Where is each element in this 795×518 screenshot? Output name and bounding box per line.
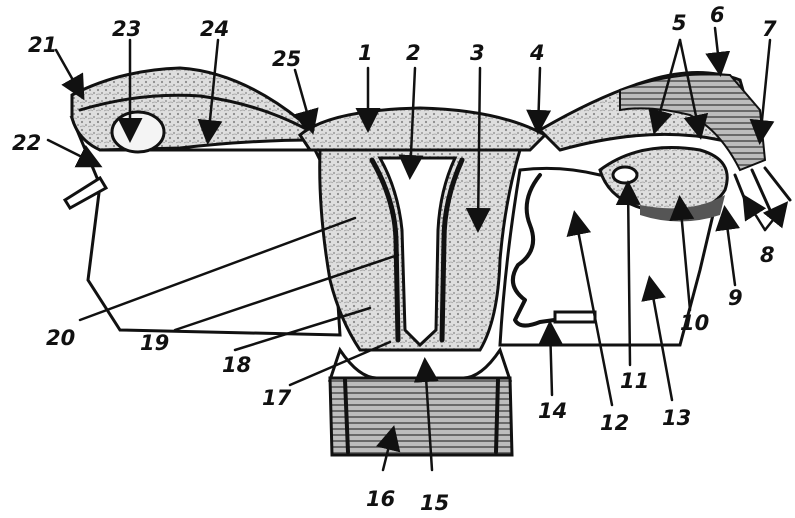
label-6: 6 [710, 3, 725, 27]
label-14: 14 [538, 399, 567, 423]
left-ovary [112, 112, 164, 152]
uterine-fundus [300, 108, 545, 150]
label-3: 3 [470, 41, 485, 65]
label-19: 19 [140, 331, 169, 355]
label-5: 5 [672, 11, 687, 35]
label-11: 11 [620, 369, 649, 393]
label-1: 1 [358, 41, 373, 65]
right-fimbriae [735, 168, 790, 210]
label-12: 12 [600, 411, 629, 435]
label-23: 23 [112, 17, 141, 41]
label-22: 22 [12, 131, 41, 155]
label-20: 20 [46, 326, 75, 350]
gartner-duct-end [555, 312, 595, 322]
label-25: 25 [272, 47, 301, 71]
label-17: 17 [262, 386, 292, 410]
label-9: 9 [728, 286, 743, 310]
label-16: 16 [366, 487, 395, 511]
ovarian-follicle [613, 167, 637, 183]
label-13: 13 [662, 406, 691, 430]
label-2: 2 [406, 41, 421, 65]
label-10: 10 [680, 311, 709, 335]
label-4: 4 [529, 41, 545, 65]
left-fallopian-tube [72, 68, 315, 150]
label-24: 24 [200, 17, 229, 41]
vagina [330, 378, 512, 455]
label-7: 7 [762, 17, 777, 41]
label-21: 21 [28, 33, 57, 57]
label-18: 18 [222, 353, 251, 377]
label-8: 8 [760, 243, 775, 267]
vaginal-wall-right [496, 380, 498, 452]
cervix [330, 350, 510, 380]
label-15: 15 [420, 491, 449, 515]
